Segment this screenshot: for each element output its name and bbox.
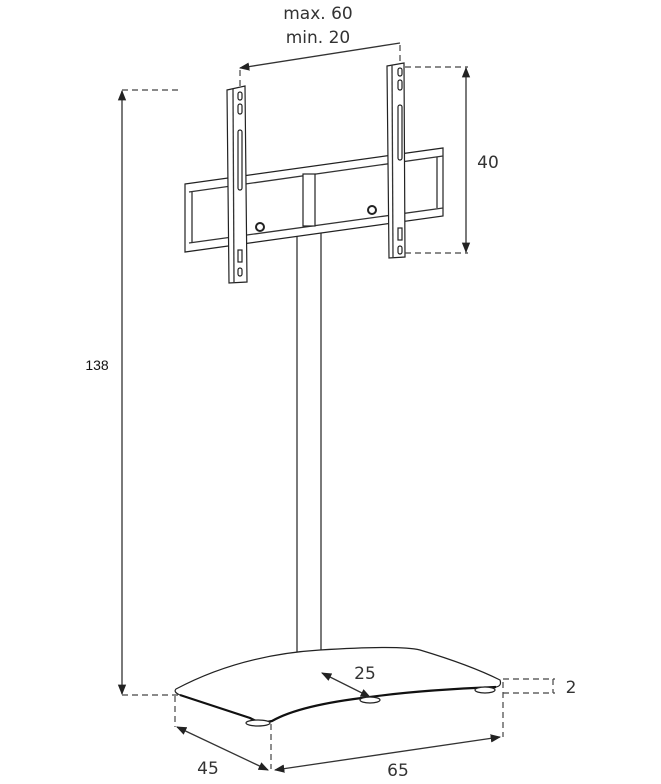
right-vesa-bracket	[386, 62, 406, 259]
min-width-label: min. 20	[286, 28, 351, 48]
base-thickness-label: 2	[566, 678, 577, 698]
base-footprint-dimension: 45 65	[174, 682, 504, 781]
total-height-dimension: 138	[85, 89, 180, 696]
column-offset-dimension: 25	[321, 664, 376, 698]
base-width-label: 65	[387, 761, 409, 781]
base-plate	[174, 646, 502, 727]
bracket-height-label: 40	[477, 153, 499, 173]
base-depth-label: 45	[197, 759, 219, 779]
base-thickness-dimension: 2	[503, 678, 576, 698]
column-offset-label: 25	[354, 664, 376, 684]
max-width-label: max. 60	[283, 4, 352, 24]
width-dimension: max. 60 min. 20	[238, 4, 401, 86]
bracket-height-dimension: 40	[405, 66, 499, 254]
knob-left	[255, 222, 265, 232]
knob-right	[367, 205, 377, 215]
total-height-label: 138	[85, 357, 109, 373]
left-vesa-bracket	[226, 85, 248, 284]
column	[295, 229, 323, 677]
